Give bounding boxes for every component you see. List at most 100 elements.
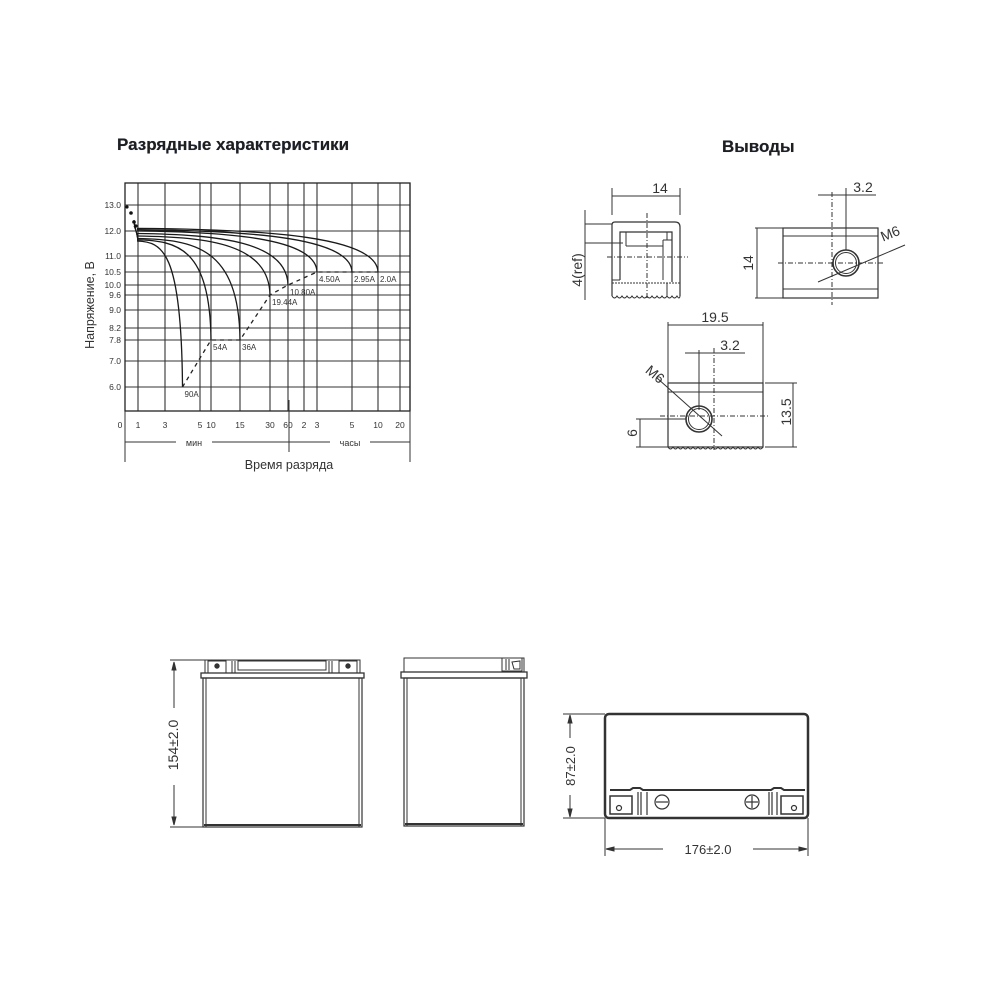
terminals-title: Выводы [722,137,795,156]
dim-label: 4(ref) [569,253,585,286]
cutoff-dashed-line [181,271,378,388]
dim-label: 14 [740,255,756,271]
depth-dimension-label: 87±2.0 [563,746,578,786]
lid-edge [610,787,805,791]
start-dot [125,205,129,209]
discharge-curve-2.0A [136,227,379,273]
length-dimension-label: 176±2.0 [685,842,732,857]
start-dot [129,211,133,215]
x-tick-label: 2 [302,420,307,430]
y-tick-label: 7.8 [109,335,121,345]
x-unit-hours: часы [340,438,361,448]
battery-lid-rim [400,671,528,679]
discharge-curve-19.44A [136,235,271,296]
discharge-curve-10.80A [136,232,289,286]
y-tick-label: 10.0 [104,280,121,290]
negative-terminal-icon [654,794,670,810]
curve-label: 90A [185,390,200,399]
battery-lid-rim [200,672,365,679]
battery-top-view [563,712,810,856]
y-tick-label: 13.0 [104,200,121,210]
y-tick-label: 12.0 [104,226,121,236]
x-tick-label: 3 [163,420,168,430]
discharge-curve-36A [136,237,241,341]
terminal-detail [511,660,521,670]
battery-front-view [170,659,365,828]
terminal-outline [611,221,681,296]
y-tick-label: 9.0 [109,305,121,315]
dim-label: 14 [652,180,668,196]
dim-label: 3.2 [853,179,873,195]
terminal-hole [345,663,351,669]
curve-start [133,225,139,237]
x-tick-label: 10 [373,420,383,430]
discharge-curve-2.95A [136,229,353,273]
curve-label: 2.95A [354,275,376,284]
terminal-left [609,795,633,815]
curve-label: 10.80A [290,288,316,297]
x-tick-label: 20 [395,420,405,430]
y-tick-label: 9.6 [109,290,121,300]
x-unit-min: мин [186,438,202,448]
discharge-curve-54A [136,239,212,341]
x-tick-label: 5 [198,420,203,430]
y-tick-label: 10.5 [104,267,121,277]
curve-label: 2.0A [380,275,397,284]
curve-label: 4.50A [319,275,341,284]
x-axis-label: Время разряда [245,458,333,472]
start-dot [132,220,136,224]
terminal-top-view [755,188,906,305]
chart-title: Разрядные характеристики [117,135,350,154]
battery-side-view [400,657,528,827]
curve-label: 36A [242,343,257,352]
dim-label: 6 [624,429,640,437]
terminal-right [780,795,804,815]
knurl [667,446,764,450]
terminal-body [667,382,764,448]
positive-terminal-icon [744,794,760,810]
x-tick-label: 3 [315,420,320,430]
y-tick-label: 6.0 [109,382,121,392]
terminal-side-view [584,188,688,300]
y-tick-labels: 13.0 12.0 11.0 10.5 10.09.6 9.0 8.2 7.8 7.0 6.0 [104,200,121,392]
x-tick-label: 60 [283,420,293,430]
start-dot [134,224,138,228]
terminal-hole [214,663,220,669]
y-tick-label: 8.2 [109,323,121,333]
battery-case [403,677,525,827]
handle-recess [237,660,327,671]
battery-top-outline [603,712,810,820]
knurl [611,295,681,299]
y-axis-label: Напряжение, В [83,261,97,349]
x-tick-label: 10 [206,420,216,430]
thread-leader [817,244,906,283]
curve-label: 54A [213,343,228,352]
discharge-chart: 13.012.011.010.510.09.69.08.27.87.06.0 0… [83,182,411,472]
terminal-front-view [636,322,797,450]
terminal-right [338,660,358,674]
x-tick-label: 30 [265,420,275,430]
x-tick-label: 5 [350,420,355,430]
thread-label: M6 [643,362,668,387]
y-tick-label: 11.0 [105,251,121,261]
thread-leader [656,377,723,437]
dim-label: 13.5 [778,398,794,425]
vertical-gridlines [137,183,411,411]
dim-label: 19.5 [701,309,728,325]
battery-case [202,677,363,828]
discharge-curves [133,219,379,388]
dim-label: 3.2 [720,337,740,353]
x-tick-label: 15 [235,420,245,430]
horizontal-gridlines [125,204,410,388]
y-tick-label: 7.0 [109,356,121,366]
curve-label: 19.44A [272,298,298,307]
discharge-curve-90A [136,240,184,388]
thread-label: M6 [878,222,902,244]
height-dimension-label: 154±2.0 [165,720,181,771]
terminal [501,657,523,672]
terminal-left [207,660,227,674]
plot-frame [124,182,411,412]
